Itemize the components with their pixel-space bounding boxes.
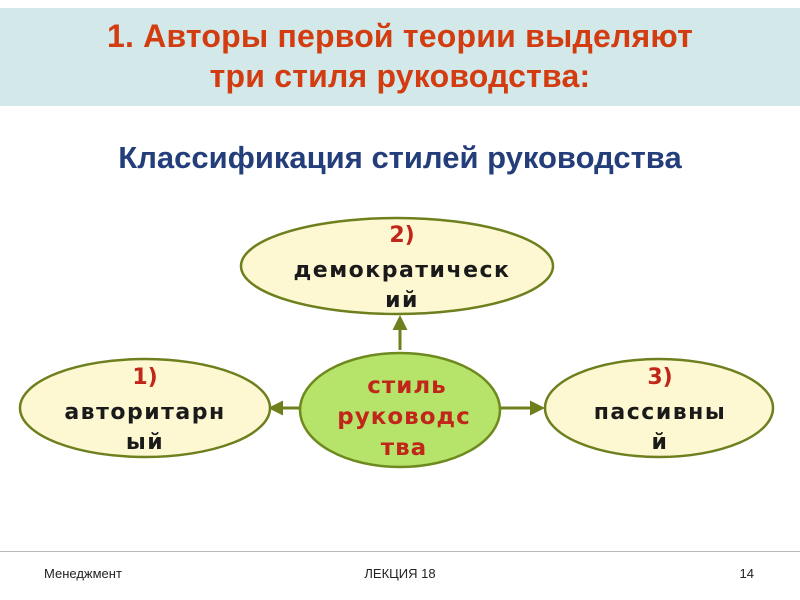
footer-lecture-label: ЛЕКЦИЯ 18 [364, 566, 436, 581]
node-authoritarian: 1) авторитарн ый [18, 357, 272, 459]
node-authoritarian-number: 1) [132, 365, 157, 390]
node-passive-number: 3) [647, 365, 672, 390]
slide-title-line-1: 1. Авторы первой теории выделяют [106, 18, 694, 54]
node-center-label-line-2: руководс [337, 404, 470, 430]
node-center-label-line-1: стиль [367, 373, 446, 399]
node-democratic-number: 2) [389, 223, 414, 248]
node-authoritarian-label-line-2: ый [126, 430, 164, 455]
title-band [0, 8, 800, 106]
node-authoritarian-label-line-1: авторитарн [64, 400, 225, 425]
node-passive: 3) пассивны й [543, 357, 775, 459]
node-passive-ellipse [543, 357, 775, 459]
node-center-label-line-3: тва [381, 435, 427, 461]
node-democratic-label-line-1: демократическ [294, 258, 511, 283]
node-passive-label-line-1: пассивны [594, 400, 727, 425]
node-democratic: 2) демократическ ий [239, 216, 555, 316]
node-democratic-label-line-2: ий [385, 288, 419, 313]
diagram-subtitle: Классификация стилей руководства [118, 140, 682, 175]
node-democratic-ellipse [239, 216, 555, 316]
node-center-ellipse [298, 351, 502, 469]
footer-divider [0, 551, 800, 552]
footer-page-number: 14 [739, 566, 754, 581]
node-center-style: стиль руководс тва [298, 351, 502, 469]
footer-course-name: Менеджмент [44, 566, 122, 581]
slide-title-line-2: три стиля руководства: [209, 58, 591, 94]
node-passive-label-line-2: й [652, 430, 669, 455]
node-authoritarian-ellipse [18, 357, 272, 459]
